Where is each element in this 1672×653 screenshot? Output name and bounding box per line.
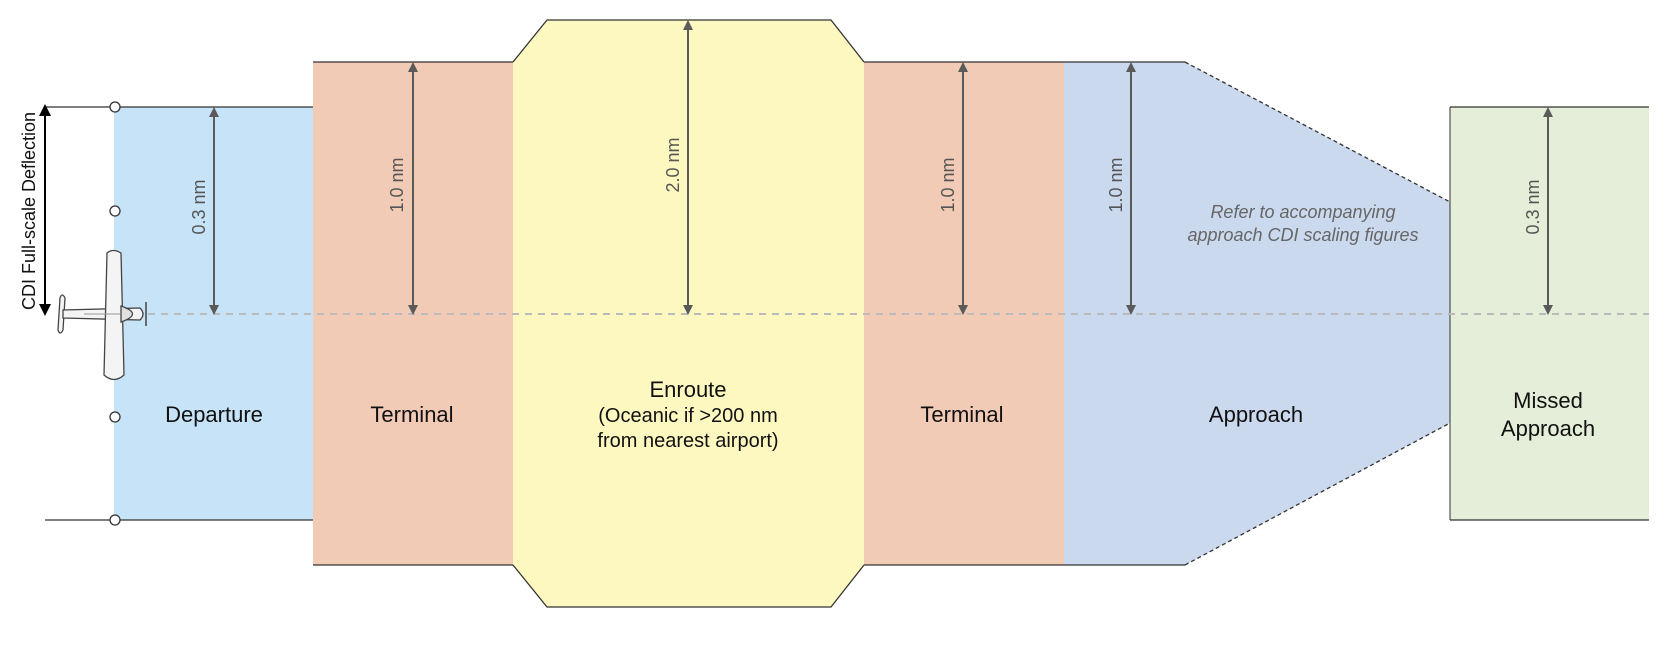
missed-dimension-label: 0.3 nm [1523,179,1543,234]
departure-label: Departure [165,402,263,427]
missed-label-line-1: Missed [1513,388,1583,413]
enroute-dimension-label: 2.0 nm [663,137,683,192]
terminal-1-label: Terminal [370,402,453,427]
full-scale-deflection-label: CDI Full-scale Deflection [19,112,39,310]
missed-label-line-2: Approach [1501,416,1595,441]
enroute-bottom-edge [512,564,865,608]
cdi-dot-full-left [109,101,121,113]
cdi-dot-half-right [109,411,121,423]
departure-dimension-label: 0.3 nm [189,179,209,234]
terminal-2-dimension-label: 1.0 nm [938,157,958,212]
enroute-label: Enroute [649,377,726,402]
approach-taper-top [1184,61,1451,203]
enroute-sub-label-1: (Oceanic if >200 nm [598,405,778,427]
enroute-sub-label-2: from nearest airport) [597,430,778,452]
approach-dimension-label: 1.0 nm [1106,157,1126,212]
approach-label: Approach [1209,402,1303,427]
terminal-1-dimension-label: 1.0 nm [387,157,407,212]
cdi-dot-half-left [109,205,121,217]
terminal-2-label: Terminal [920,402,1003,427]
approach-note-line-1: Refer to accompanying [1210,202,1395,222]
approach-taper-bottom [1184,422,1451,566]
approach-note-line-2: approach CDI scaling figures [1187,225,1418,245]
airplane-icon [57,249,147,381]
cdi-dot-full-right [109,514,121,526]
